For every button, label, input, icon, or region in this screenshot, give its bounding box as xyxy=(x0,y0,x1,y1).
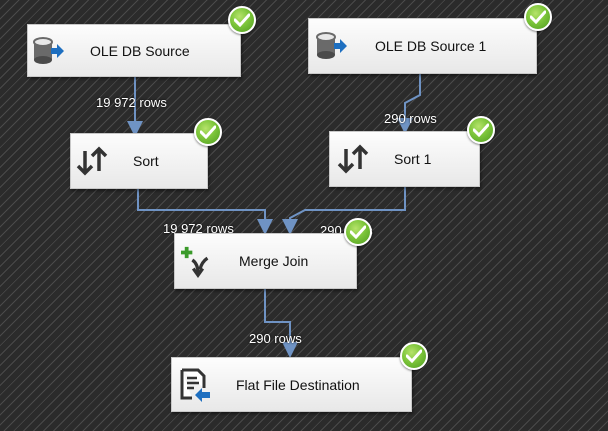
connector-source1-to-sort1[interactable] xyxy=(397,74,421,134)
success-check-icon xyxy=(228,6,256,34)
ole-db-source-label: OLE DB Source xyxy=(90,42,190,59)
row-count-source-to-sort: 19 972 rows xyxy=(96,95,167,110)
sort-arrows-icon xyxy=(75,144,109,178)
ole-db-source-component[interactable]: OLE DB Source xyxy=(27,24,241,77)
sort-component[interactable]: Sort xyxy=(70,133,208,189)
sort-arrows-icon xyxy=(336,142,370,176)
flat-file-destination-icon xyxy=(178,368,212,402)
database-source-icon xyxy=(32,34,66,68)
row-count-merge-to-destination: 290 rows xyxy=(249,331,302,346)
sort-1-label: Sort 1 xyxy=(394,151,432,167)
sort-1-component[interactable]: Sort 1 xyxy=(329,131,480,187)
connector-sort1-to-merge[interactable] xyxy=(282,187,406,235)
merge-join-label: Merge Join xyxy=(239,253,309,269)
row-count-source1-to-sort1: 290 rows xyxy=(384,111,437,126)
flat-file-destination-component[interactable]: Flat File Destination xyxy=(171,357,412,412)
connector-sort-to-merge[interactable] xyxy=(137,189,273,235)
success-check-icon xyxy=(524,3,552,31)
row-count-sort-to-merge: 19 972 rows xyxy=(163,221,234,236)
merge-join-component[interactable]: Merge Join xyxy=(174,233,357,289)
merge-join-icon xyxy=(181,244,215,278)
success-check-icon xyxy=(344,218,372,246)
database-source-icon xyxy=(315,29,349,63)
success-check-icon xyxy=(467,116,495,144)
success-check-icon xyxy=(194,118,222,146)
flat-file-destination-label: Flat File Destination xyxy=(236,376,360,393)
ole-db-source-1-label: OLE DB Source 1 xyxy=(375,38,487,54)
connector-merge-to-destination[interactable] xyxy=(264,289,298,358)
sort-label: Sort xyxy=(133,153,159,169)
success-check-icon xyxy=(400,342,428,370)
ole-db-source-1-component[interactable]: OLE DB Source 1 xyxy=(308,18,537,74)
